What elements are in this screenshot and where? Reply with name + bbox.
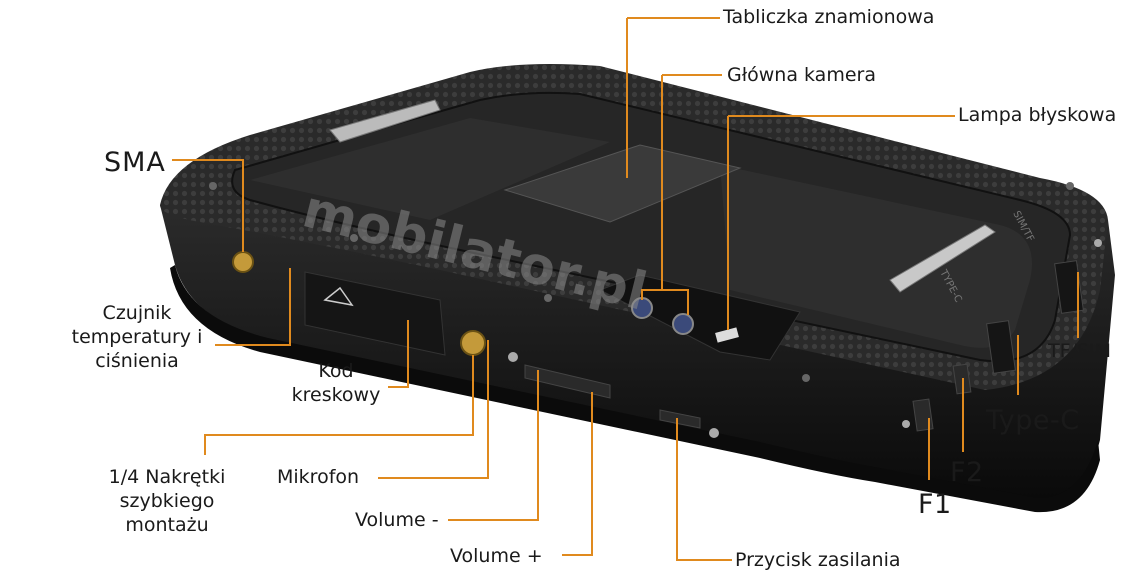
screw bbox=[508, 352, 518, 362]
callout-temp-line-1: Czujnik bbox=[102, 302, 172, 324]
screw bbox=[1066, 182, 1074, 190]
callout-flash-lamp: Lampa błyskowa bbox=[958, 104, 1117, 126]
callout-temp-line-2: temperatury i bbox=[71, 325, 203, 348]
camera-module bbox=[598, 274, 801, 361]
callout-nut-line-1: 1/4 Nakrętki bbox=[108, 466, 226, 488]
back-pad-right bbox=[720, 165, 1032, 348]
back-pad-left bbox=[250, 118, 610, 220]
callout-nut-line-2: szybkiego bbox=[119, 489, 215, 512]
nameplate bbox=[503, 144, 742, 223]
camera-lens-2 bbox=[672, 313, 694, 335]
tf-sim-cover bbox=[1054, 260, 1084, 314]
callout-sma: SMA bbox=[104, 147, 166, 178]
callout-power-button: Przycisk zasilania bbox=[735, 549, 901, 571]
callout-volume-up: Volume + bbox=[450, 545, 543, 567]
screw bbox=[350, 234, 358, 242]
callout-main-camera: Główna kamera bbox=[727, 64, 876, 86]
handle-right bbox=[889, 224, 996, 293]
screw bbox=[209, 182, 217, 190]
f1-key bbox=[912, 398, 934, 432]
callout-temp-line-3: ciśnienia bbox=[95, 349, 179, 372]
quarter-nut bbox=[460, 330, 486, 356]
callout-tf-sim: TF/SIM bbox=[1048, 340, 1111, 362]
callout-barcode-line-1: Kod bbox=[318, 360, 354, 382]
type-c-cover bbox=[986, 320, 1016, 374]
leader-lines bbox=[172, 17, 1079, 561]
callout-barcode-line-2: kreskowy bbox=[291, 383, 381, 406]
screw bbox=[802, 374, 810, 382]
callout-nut-line-3: montażu bbox=[125, 513, 209, 536]
volume-rocker bbox=[524, 364, 611, 399]
sma-connector bbox=[232, 251, 254, 273]
callout-quarter-nut: 1/4 Nakrętki szybkiego montażu bbox=[92, 466, 242, 537]
screw bbox=[709, 428, 719, 438]
callout-barcode: Kod kreskowy bbox=[282, 360, 390, 408]
callout-f1: F1 bbox=[918, 489, 952, 520]
flash-led bbox=[715, 327, 739, 343]
callout-microphone: Mikrofon bbox=[277, 466, 360, 488]
callout-volume-down: Volume - bbox=[355, 509, 439, 531]
screw bbox=[544, 294, 552, 302]
laser-warning bbox=[323, 286, 354, 307]
screw bbox=[902, 420, 910, 428]
power-key bbox=[659, 409, 701, 429]
callout-nameplate: Tabliczka znamionowa bbox=[723, 6, 935, 28]
callout-f2: F2 bbox=[950, 457, 984, 488]
callout-temp-pressure-sensor: Czujnik temperatury i ciśnienia bbox=[62, 302, 212, 373]
barcode-window bbox=[304, 271, 446, 356]
handle-left bbox=[329, 99, 441, 143]
callout-type-c: Type-C bbox=[986, 405, 1080, 436]
screw bbox=[1094, 239, 1102, 247]
